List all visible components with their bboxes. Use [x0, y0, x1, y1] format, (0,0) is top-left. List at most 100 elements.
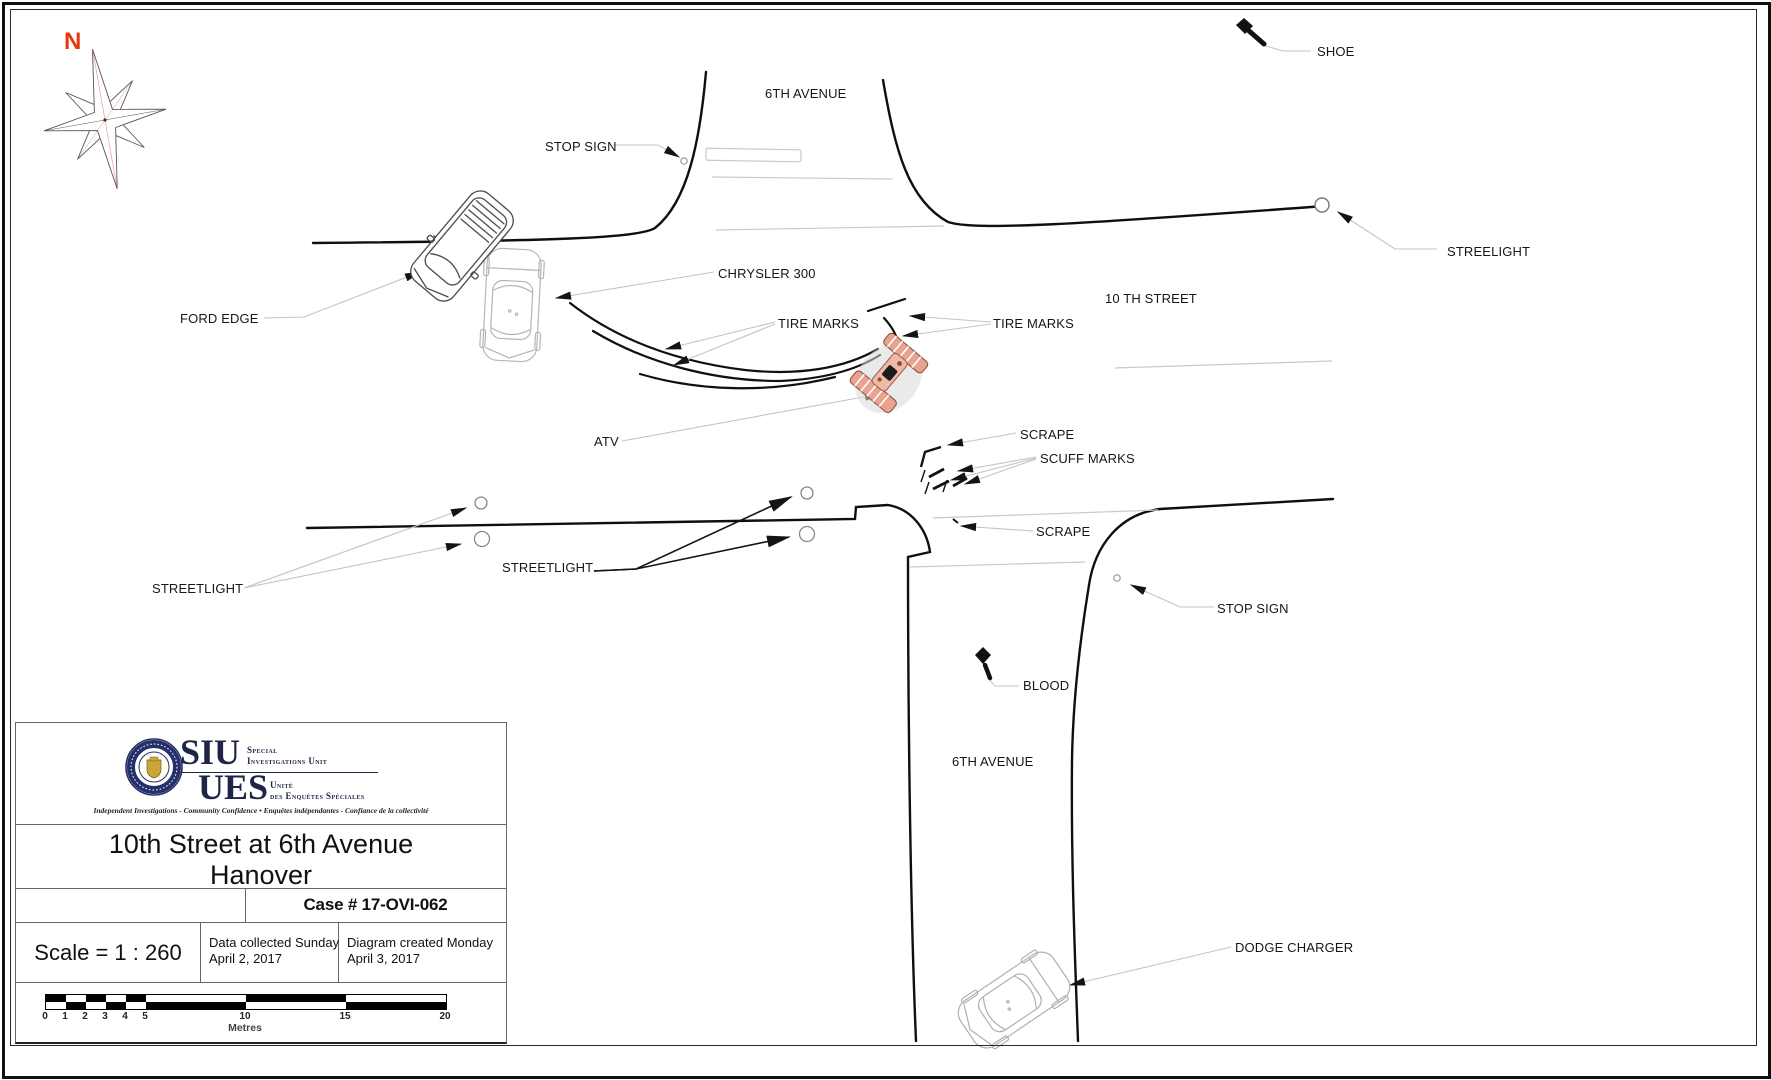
diagram-location-line2: Hanover: [209, 860, 313, 890]
logo-divider: [180, 772, 378, 773]
case-number: Case # 17-OVI-062: [303, 895, 448, 914]
streetlight-top-marker: [1314, 197, 1330, 213]
tire-mark-curve: [638, 372, 837, 390]
scuff-marks-symbols: [920, 467, 968, 495]
label-scrape-lower: SCRAPE: [1036, 524, 1091, 539]
leader-stop-sign-top: [613, 144, 681, 158]
title-block: SIU Special Investigations Unit UES Unit…: [15, 722, 507, 1044]
leader-chrysler: [554, 271, 715, 300]
stop-sign-bottom-marker: [1113, 574, 1121, 582]
scale-tick: 2: [82, 1011, 88, 1022]
road-curb-lower-right: [1070, 497, 1335, 1043]
label-stop-sign-top: STOP SIGN: [545, 139, 617, 154]
ford-edge-vehicle: [410, 190, 514, 302]
road-curb-upper-right: [881, 78, 1327, 228]
road-curb-lower-left: [305, 503, 932, 1043]
leader-lines: [243, 45, 1437, 986]
streetlight-mid-marker: [798, 525, 816, 543]
leader-ford: [263, 271, 422, 319]
scale-text: Scale = 1 : 260: [34, 940, 182, 965]
atv-vehicle: [849, 332, 929, 414]
leader-scuff: [949, 457, 1037, 481]
logo-ues-sub1: Unité: [270, 780, 294, 790]
scale-tick: 1: [62, 1011, 68, 1022]
leader-tire-marks-right: [908, 313, 992, 323]
lane-line: [711, 176, 894, 180]
leader-streetlight-mid: [593, 496, 793, 572]
leader-atv: [621, 392, 882, 442]
point-symbols: [432, 18, 1330, 681]
streetlight-left-marker: [474, 496, 488, 510]
leader-streelight-top: [1336, 211, 1437, 250]
leader-dodge: [1068, 946, 1232, 986]
logo-siu-sub2: Investigations Unit: [247, 756, 328, 766]
leader-shoe: [1265, 45, 1311, 52]
sidewalk-line-top-mouth: [715, 225, 945, 231]
tire-mark-short: [866, 297, 907, 313]
label-ford-edge: FORD EDGE: [180, 311, 259, 326]
logo-siu-text: SIU: [180, 732, 241, 772]
streetlight-mid-marker: [800, 486, 814, 500]
sidewalk-line-bottom-mouth-lower: [909, 561, 1086, 568]
label-blood: BLOOD: [1023, 678, 1070, 693]
scale-bar: [45, 994, 447, 1010]
label-stop-sign-bottom: STOP SIGN: [1217, 601, 1289, 616]
data-collected-line2: April 2, 2017: [209, 951, 282, 966]
scale-tick: 4: [122, 1011, 128, 1022]
logo-ues-sub2: des Enquêtes Spéciales: [270, 791, 365, 801]
label-tire-marks-right: TIRE MARKS: [993, 316, 1074, 331]
label-chrysler-300: CHRYSLER 300: [718, 266, 816, 281]
label-atv: ATV: [594, 434, 619, 449]
scale-tick: 3: [102, 1011, 108, 1022]
streetlight-left-marker: [473, 530, 491, 548]
siu-seal-logo: [125, 738, 183, 796]
diagram-created-line1: Diagram created Monday: [347, 935, 493, 950]
scale-tick: 15: [339, 1011, 351, 1022]
leader-tire-marks-left: [664, 321, 776, 350]
scale-tick: 5: [142, 1011, 148, 1022]
diagram-location-line1: 10th Street at 6th Avenue: [108, 829, 414, 859]
label-shoe: SHOE: [1317, 44, 1355, 59]
label-scrape-upper: SCRAPE: [1020, 427, 1075, 442]
leader-scrape-lower: [959, 522, 1034, 532]
scale-tick: 0: [42, 1011, 48, 1022]
stop-sign-top-marker: [680, 157, 688, 165]
label-scuff-marks: SCUFF MARKS: [1040, 451, 1135, 466]
leader-stop-sign-bottom: [1129, 584, 1214, 608]
logo-tagline: Independent Investigations - Community C…: [93, 806, 429, 815]
scrape-lower-symbol: [952, 518, 959, 524]
road-markings: [705, 147, 1333, 568]
sidewalk-line-bottom-mouth-upper: [932, 509, 1159, 519]
leader-streetlight-left: [243, 542, 463, 589]
compass-rose: [43, 48, 167, 190]
street-label-10th-street: 10 TH STREET: [1105, 291, 1197, 306]
scale-unit-label: Metres: [228, 1022, 262, 1034]
logo-siu-sub1: Special: [247, 745, 278, 755]
scrape-upper-symbol: [919, 445, 942, 468]
blood-symbol: [975, 647, 991, 664]
leader-tire-marks-left: [672, 323, 776, 366]
label-streelight-top: STREELIGHT: [1447, 244, 1531, 259]
tire-mark-curve: [568, 301, 880, 374]
data-collected-line1: Data collected Sunday: [209, 935, 340, 950]
label-streetlight-mid: STREETLIGHT: [502, 560, 594, 575]
street-label-6th-avenue-top: 6TH AVENUE: [765, 86, 847, 101]
leader-streetlight-left: [243, 507, 468, 589]
street-label-6th-avenue-bottom: 6TH AVENUE: [952, 754, 1034, 769]
centre-line-10th: [1114, 360, 1333, 369]
scale-tick: 10: [239, 1011, 251, 1022]
leader-scuff: [956, 456, 1037, 473]
label-dodge-charger: DODGE CHARGER: [1235, 940, 1354, 955]
tire-marks: [568, 297, 907, 390]
tire-mark-curve: [591, 329, 882, 383]
leader-tire-marks-right: [901, 323, 992, 339]
leader-scrape-upper: [946, 432, 1017, 447]
stop-bar: [705, 147, 802, 163]
dodge-charger-vehicle: [950, 943, 1078, 1057]
chrysler-300-vehicle: [478, 246, 546, 364]
diagram-created-line2: April 3, 2017: [347, 951, 420, 966]
label-tire-marks-left: TIRE MARKS: [778, 316, 859, 331]
scale-tick: 20: [439, 1011, 451, 1022]
